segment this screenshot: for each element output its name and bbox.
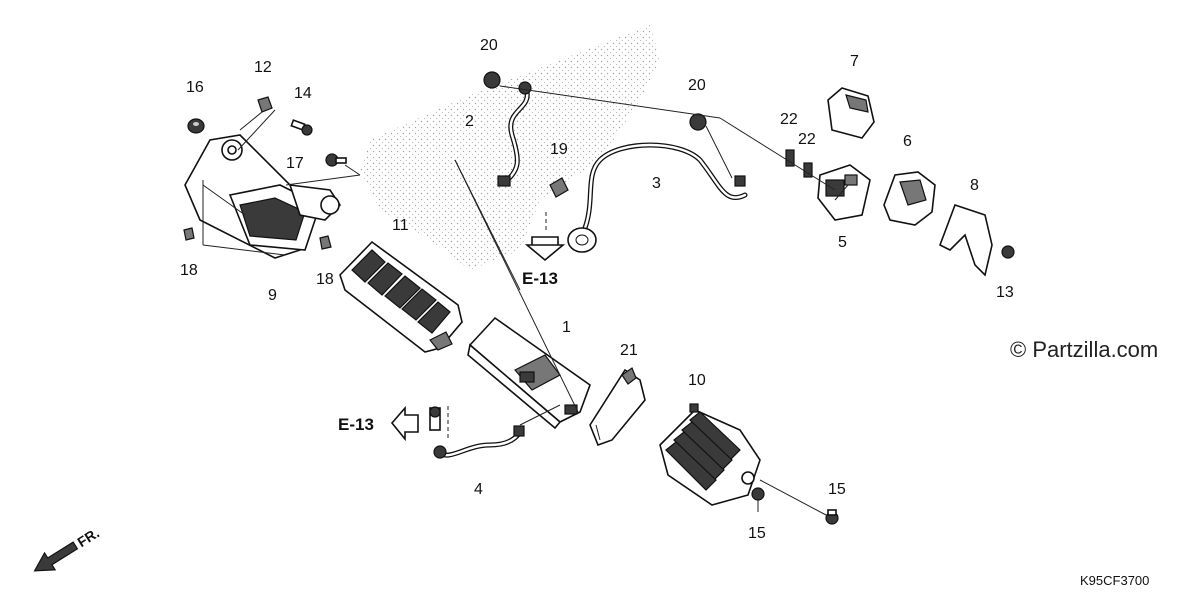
nut-20-upper[interactable]: [483, 71, 501, 89]
ecu-bracket-assembly[interactable]: [184, 134, 342, 259]
connector-19[interactable]: [549, 177, 569, 198]
label-18b: 18: [316, 271, 334, 288]
fuse-22-b[interactable]: [803, 162, 813, 178]
bolt-14[interactable]: [290, 119, 313, 136]
label-9: 9: [268, 287, 277, 304]
bolt-15-right[interactable]: [825, 509, 839, 525]
regulator-10[interactable]: [659, 403, 761, 506]
battery-cable-2[interactable]: [497, 81, 532, 187]
starter-cable-3[interactable]: [567, 142, 748, 253]
label-11: 11: [392, 217, 409, 234]
front-arrow: FR.: [33, 525, 102, 572]
ground-cable-4[interactable]: [429, 406, 525, 459]
cover-6[interactable]: [883, 171, 936, 226]
label-16: 16: [186, 79, 204, 96]
label-15b: 15: [828, 481, 846, 498]
label-20b: 20: [688, 77, 706, 94]
label-3: 3: [652, 175, 661, 192]
ref-arrow-upper: [524, 236, 566, 262]
label-17: 17: [286, 155, 304, 172]
bolt-17[interactable]: [325, 153, 347, 167]
label-13: 13: [996, 284, 1014, 301]
label-4: 4: [474, 481, 483, 498]
starter-relay-5[interactable]: [817, 164, 871, 221]
ref-label-lower: E-13: [338, 415, 374, 434]
fuse-22-a[interactable]: [785, 149, 795, 167]
label-22a: 22: [780, 111, 798, 128]
nut-20-right[interactable]: [689, 113, 707, 131]
label-1: 1: [562, 319, 571, 336]
label-14: 14: [294, 85, 312, 102]
label-15a: 15: [748, 525, 766, 542]
clip-18-right[interactable]: [319, 235, 332, 250]
relay-cover-7[interactable]: [827, 87, 875, 139]
frame-shading: [360, 25, 660, 270]
bolt-15-left[interactable]: [751, 487, 765, 512]
label-2: 2: [465, 113, 474, 130]
label-18a: 18: [180, 262, 198, 279]
battery-1[interactable]: [467, 316, 591, 430]
cover-plate-21[interactable]: [589, 367, 646, 447]
clip-12[interactable]: [257, 96, 273, 113]
bolt-13[interactable]: [1001, 245, 1015, 259]
leader-lines: [202, 85, 849, 516]
label-21: 21: [620, 342, 638, 359]
watermark: © Partzilla.com: [1010, 337, 1158, 362]
relay-box-11[interactable]: [339, 240, 463, 353]
label-10: 10: [688, 372, 706, 389]
label-20a: 20: [480, 37, 498, 54]
label-7: 7: [850, 53, 859, 70]
clip-18-left[interactable]: [183, 227, 195, 241]
diagram-code: K95CF3700: [1080, 573, 1149, 588]
label-19: 19: [550, 141, 568, 158]
bracket-8[interactable]: [938, 203, 993, 277]
grommet-16[interactable]: [187, 118, 205, 134]
ref-label-upper: E-13: [522, 269, 558, 288]
ref-arrow-lower: [390, 405, 419, 442]
label-5: 5: [838, 234, 847, 251]
label-12: 12: [254, 59, 272, 76]
label-6: 6: [903, 133, 912, 150]
label-8: 8: [970, 177, 979, 194]
part-number-labels: 1 2 3 4 5 6 7 8 9 10 11 12 13 14 15 15 1…: [180, 37, 1014, 542]
label-22b: 22: [798, 131, 816, 148]
front-label: FR.: [74, 525, 102, 551]
